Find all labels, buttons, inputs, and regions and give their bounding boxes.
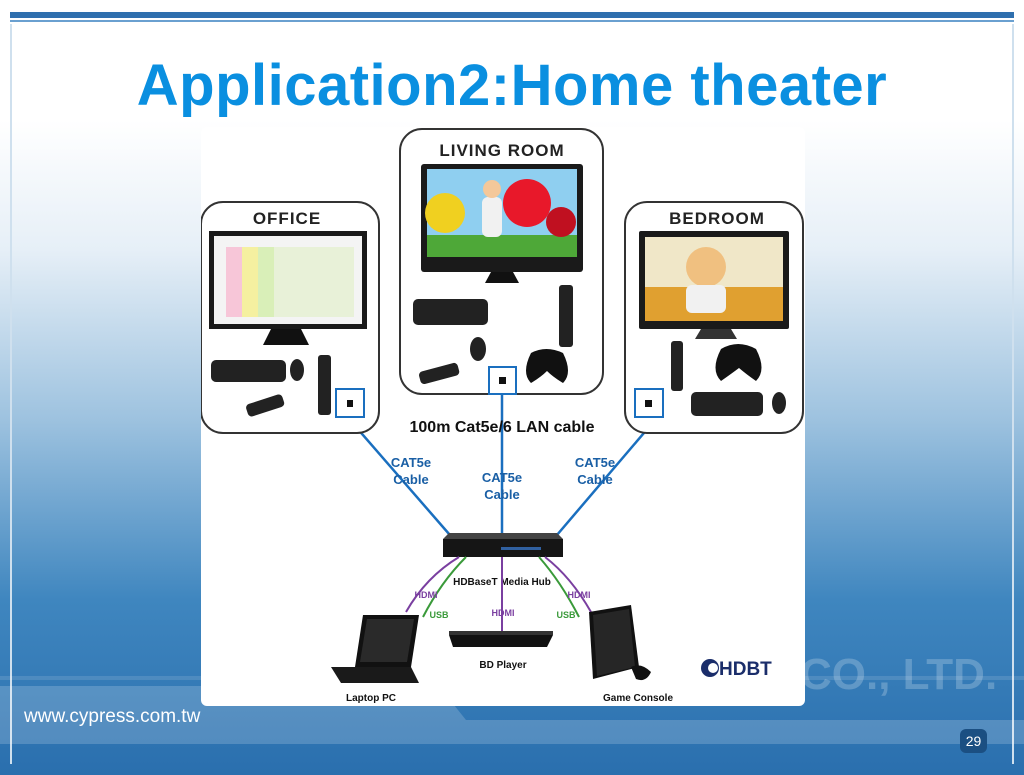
svg-text:Cable: Cable	[577, 472, 612, 487]
cat5e-label-center: CAT5e Cable	[482, 470, 522, 502]
media-hub-icon	[443, 533, 563, 557]
hdmi-label-center: HDMI	[492, 608, 515, 618]
home-theater-diagram: OFFICE LIVIN	[201, 127, 805, 706]
office-keyboard-icon	[211, 360, 286, 382]
hdmi-label-left: HDMI	[415, 590, 438, 600]
bedroom-tv-icon	[639, 231, 789, 339]
svg-text:Cable: Cable	[393, 472, 428, 487]
bd-player-icon	[449, 631, 553, 647]
slide-title: Application2:Home theater	[136, 53, 888, 118]
hdmi-usb-links	[405, 556, 592, 632]
top-rule	[10, 12, 1014, 18]
living-gamepad-icon	[526, 349, 568, 383]
usb-label-right: USB	[556, 610, 576, 620]
lan-cable-label: 100m Cat5e/6 LAN cable	[410, 419, 595, 436]
office-label: OFFICE	[253, 209, 321, 228]
cat5e-label-left: CAT5e Cable	[391, 455, 431, 487]
office-mouse-icon	[290, 359, 304, 381]
svg-text:Cable: Cable	[484, 487, 519, 502]
left-border	[10, 24, 12, 764]
svg-text:HDBT: HDBT	[719, 659, 772, 680]
bedroom-gamepad-icon	[715, 344, 762, 381]
bd-player-label: BD Player	[479, 660, 526, 671]
bedroom-label: BEDROOM	[669, 209, 765, 228]
hdmi-label-right: HDMI	[568, 590, 591, 600]
hdbt-logo: HDBT	[701, 659, 772, 680]
svg-text:CAT5e: CAT5e	[391, 455, 431, 470]
bedroom-mouse-icon	[772, 392, 786, 414]
living-tv-icon	[421, 164, 583, 283]
living-keyboard-icon	[413, 299, 488, 325]
bedroom-remote-icon	[671, 341, 683, 391]
living-remote-icon	[559, 285, 573, 347]
living-mouse-icon	[470, 337, 486, 361]
svg-text:CAT5e: CAT5e	[482, 470, 522, 485]
right-border	[1012, 24, 1014, 764]
svg-text:CAT5e: CAT5e	[575, 455, 615, 470]
bedroom-keyboard-icon	[691, 392, 763, 416]
laptop-label: Laptop PC	[346, 693, 396, 704]
laptop-icon	[331, 615, 419, 683]
living-room: LIVING ROOM	[399, 128, 604, 395]
office-usb-dongle-icon	[246, 394, 285, 417]
living-room-label: LIVING ROOM	[439, 141, 564, 160]
game-console-icon	[589, 605, 651, 681]
living-usb-dongle-icon	[419, 362, 460, 385]
company-watermark: CO., LTD.	[800, 650, 998, 699]
usb-label-left: USB	[429, 610, 449, 620]
cat5e-label-right: CAT5e Cable	[575, 455, 615, 487]
game-console-label: Game Console	[603, 693, 673, 704]
footer-url: www.cypress.com.tw	[24, 706, 201, 727]
office-room: OFFICE	[201, 201, 380, 434]
top-rule-thin	[10, 20, 1014, 22]
office-remote-icon	[318, 355, 331, 415]
page-number: 29	[960, 729, 987, 753]
bedroom-room: BEDROOM	[624, 201, 804, 434]
office-monitor-icon	[209, 231, 367, 345]
